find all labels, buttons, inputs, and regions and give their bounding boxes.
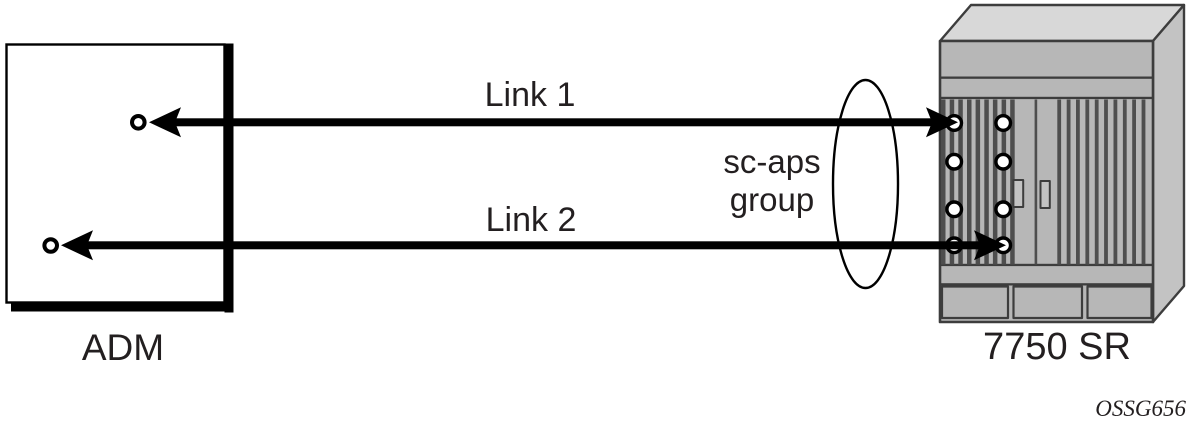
adm-port xyxy=(42,237,60,254)
link2-arrowhead-left-icon xyxy=(61,230,93,261)
router-port xyxy=(945,152,964,171)
link2-arrowhead-right-icon xyxy=(974,230,1006,261)
link1-arrowhead-left-icon xyxy=(149,107,181,138)
aps-group-label-line1: sc-aps xyxy=(723,143,821,180)
adm-port xyxy=(130,114,147,131)
link1-line xyxy=(170,118,936,127)
aps-group-label: sc-aps group xyxy=(723,143,820,219)
router-port xyxy=(994,113,1013,132)
chassis-card-slots-right xyxy=(1057,99,1146,265)
link2-arrow xyxy=(61,230,1006,261)
link2-label: Link 2 xyxy=(485,201,577,239)
link1-label: Link 1 xyxy=(484,76,576,114)
chassis-bottom-trays xyxy=(940,285,1153,320)
router-chassis xyxy=(938,3,1186,324)
adm-box-bottom-edge xyxy=(11,302,234,312)
router-label: 7750 SR xyxy=(983,326,1131,368)
adm-box-outline xyxy=(5,43,226,304)
adm-box xyxy=(5,43,234,313)
adm-label: ADM xyxy=(81,327,165,368)
link1-arrowhead-right-icon xyxy=(926,107,958,138)
router-port xyxy=(994,200,1013,219)
chassis-card-handles xyxy=(1012,179,1051,209)
aps-group-label-line2: group xyxy=(729,181,815,218)
chassis-side-face xyxy=(1151,3,1186,324)
adm-box-right-edge xyxy=(224,43,234,313)
chassis-panel-seams xyxy=(941,76,1152,286)
chassis-top-face xyxy=(938,3,1186,43)
figure-id: OSSG656 xyxy=(1095,396,1186,421)
link2-line xyxy=(83,241,983,250)
aps-group-ellipse xyxy=(831,78,900,290)
link1-arrow xyxy=(149,107,958,138)
router-port xyxy=(994,152,1013,171)
router-port xyxy=(945,200,964,219)
adm-ports xyxy=(42,114,147,254)
